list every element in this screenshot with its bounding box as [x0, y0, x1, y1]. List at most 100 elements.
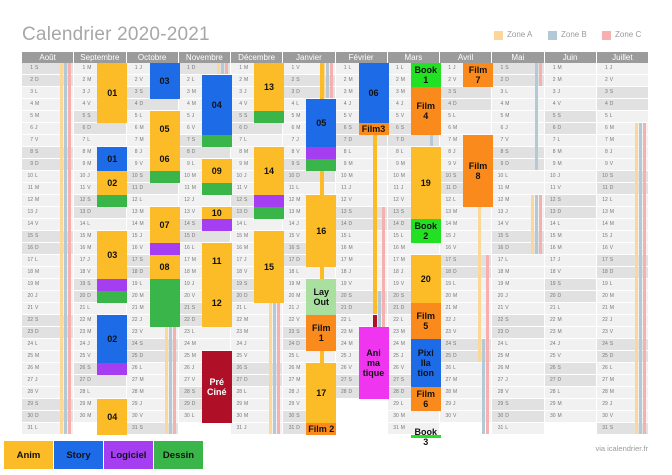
weekday-letter: J [557, 341, 561, 347]
activity-block-anim[interactable]: 19 [410, 147, 441, 219]
legend-dessin: Dessin [154, 441, 203, 469]
weekday-letter: V [139, 245, 143, 251]
activity-block-story[interactable]: 01 [97, 147, 128, 171]
weekday-letter: S [87, 365, 91, 371]
weekday-letter: L [557, 305, 561, 311]
weekday-letter: D [191, 149, 196, 155]
activity-block-film[interactable]: Film 7 [463, 63, 493, 87]
activity-block-dessin[interactable] [201, 135, 232, 147]
activity-block-dessin[interactable] [306, 159, 337, 171]
weekday-letter: J [139, 233, 143, 239]
activity-block-film[interactable]: Film3 [358, 123, 389, 135]
activity-block-preciné[interactable]: Pré Ciné [201, 351, 232, 423]
day-number: 15 [27, 233, 33, 239]
activity-block-anim[interactable]: 10 [201, 207, 232, 219]
weekday-letter: V [35, 137, 39, 143]
activity-block-logiciel[interactable] [97, 279, 128, 291]
activity-block-story[interactable]: Pixi lla tion [410, 339, 441, 387]
activity-block-story[interactable]: 04 [201, 75, 232, 135]
activity-block-dessin[interactable] [97, 195, 128, 207]
day-number: 8 [500, 149, 504, 155]
activity-block-anim[interactable]: 02 [97, 171, 128, 195]
holiday-zone-bar [478, 171, 482, 362]
activity-block-story[interactable]: 03 [149, 63, 180, 99]
weekday-letter: J [87, 341, 90, 347]
activity-block-anim[interactable]: 16 [306, 195, 337, 267]
activity-block-book[interactable]: Book 2 [410, 219, 441, 243]
weekday-letter: S [139, 425, 143, 431]
activity-block-book[interactable]: Book 1 [410, 63, 441, 87]
activity-block-film[interactable]: Film 1 [306, 315, 337, 351]
day-number: 7 [448, 137, 451, 143]
weekday-letter: V [505, 389, 509, 395]
activity-block-anim[interactable]: 08 [149, 255, 180, 279]
day-number: 15 [445, 233, 451, 239]
activity-block-anim[interactable]: 07 [149, 207, 180, 243]
activity-block-film[interactable]: Film 4 [410, 87, 441, 135]
activity-block-animatique[interactable]: Ani ma tique [358, 327, 389, 399]
weekday-letter: M [453, 377, 458, 383]
day-number: 16 [184, 245, 190, 251]
activity-block-logiciel[interactable] [254, 195, 284, 207]
weekday-letter: L [139, 197, 143, 203]
weekday-letter: L [191, 77, 195, 83]
day-number: 6 [500, 125, 504, 131]
day-number: 20 [131, 293, 138, 299]
holiday-zone-bar [217, 63, 220, 74]
activity-block-anim[interactable]: 06 [149, 147, 180, 171]
activity-block-dessin[interactable] [201, 183, 232, 195]
weekday-letter: L [87, 221, 91, 227]
activity-block-anim[interactable]: 03 [97, 231, 128, 279]
day-number: 13 [393, 209, 399, 215]
activity-block-anim[interactable]: 12 [201, 279, 232, 327]
activity-block-film[interactable]: Film 5 [410, 303, 441, 339]
activity-block-dessin[interactable] [149, 171, 180, 183]
activity-block-anim[interactable]: 15 [254, 231, 284, 303]
holiday-zone-bar [221, 63, 224, 74]
activity-block-anim[interactable]: 05 [149, 111, 180, 147]
activity-block-anim[interactable]: 13 [254, 63, 284, 111]
activity-block-anim[interactable]: 11 [201, 243, 232, 279]
activity-block-film[interactable]: Film 8 [463, 135, 493, 207]
activity-block-logiciel[interactable] [149, 243, 180, 255]
activity-block-anim[interactable]: 04 [97, 399, 128, 435]
activity-block-logiciel[interactable] [306, 147, 337, 159]
activity-block-dessin[interactable] [97, 291, 128, 303]
day-number: 4 [343, 101, 347, 107]
activity-block-logiciel[interactable] [97, 363, 128, 375]
activity-block-dessin[interactable] [254, 207, 284, 219]
activity-block-anim[interactable]: 20 [410, 255, 441, 303]
activity-block-anim[interactable]: 17 [306, 363, 337, 423]
weekday-letter: S [453, 257, 457, 263]
weekday-letter: S [244, 281, 248, 287]
activity-block-dessin[interactable] [149, 279, 180, 327]
activity-block-film[interactable]: Film 6 [410, 387, 441, 411]
activity-block-layout[interactable]: Lay Out [306, 279, 337, 315]
activity-block-anim[interactable]: 09 [201, 159, 232, 183]
weekday-letter: M [87, 245, 92, 251]
activity-block-logiciel[interactable] [201, 219, 232, 231]
activity-block-anim[interactable]: 14 [254, 147, 284, 195]
activity-block-anim[interactable]: 01 [97, 63, 128, 123]
day-number: 24 [549, 341, 556, 347]
activity-block-story[interactable]: 06 [358, 63, 389, 123]
weekday-letter: M [609, 305, 614, 311]
weekday-letter: M [453, 137, 458, 143]
day-number: 13 [445, 209, 451, 215]
activity-block-story[interactable]: 02 [97, 315, 128, 363]
day-number: 7 [30, 137, 33, 143]
activity-block-story[interactable]: 05 [306, 99, 337, 147]
weekday-letter: L [139, 365, 143, 371]
weekday-letter: V [348, 113, 352, 119]
activity-block-film[interactable]: Film 2 [306, 423, 337, 435]
activity-block-book[interactable]: Book 3 [410, 427, 441, 447]
activity-block-dessin[interactable] [254, 111, 284, 123]
